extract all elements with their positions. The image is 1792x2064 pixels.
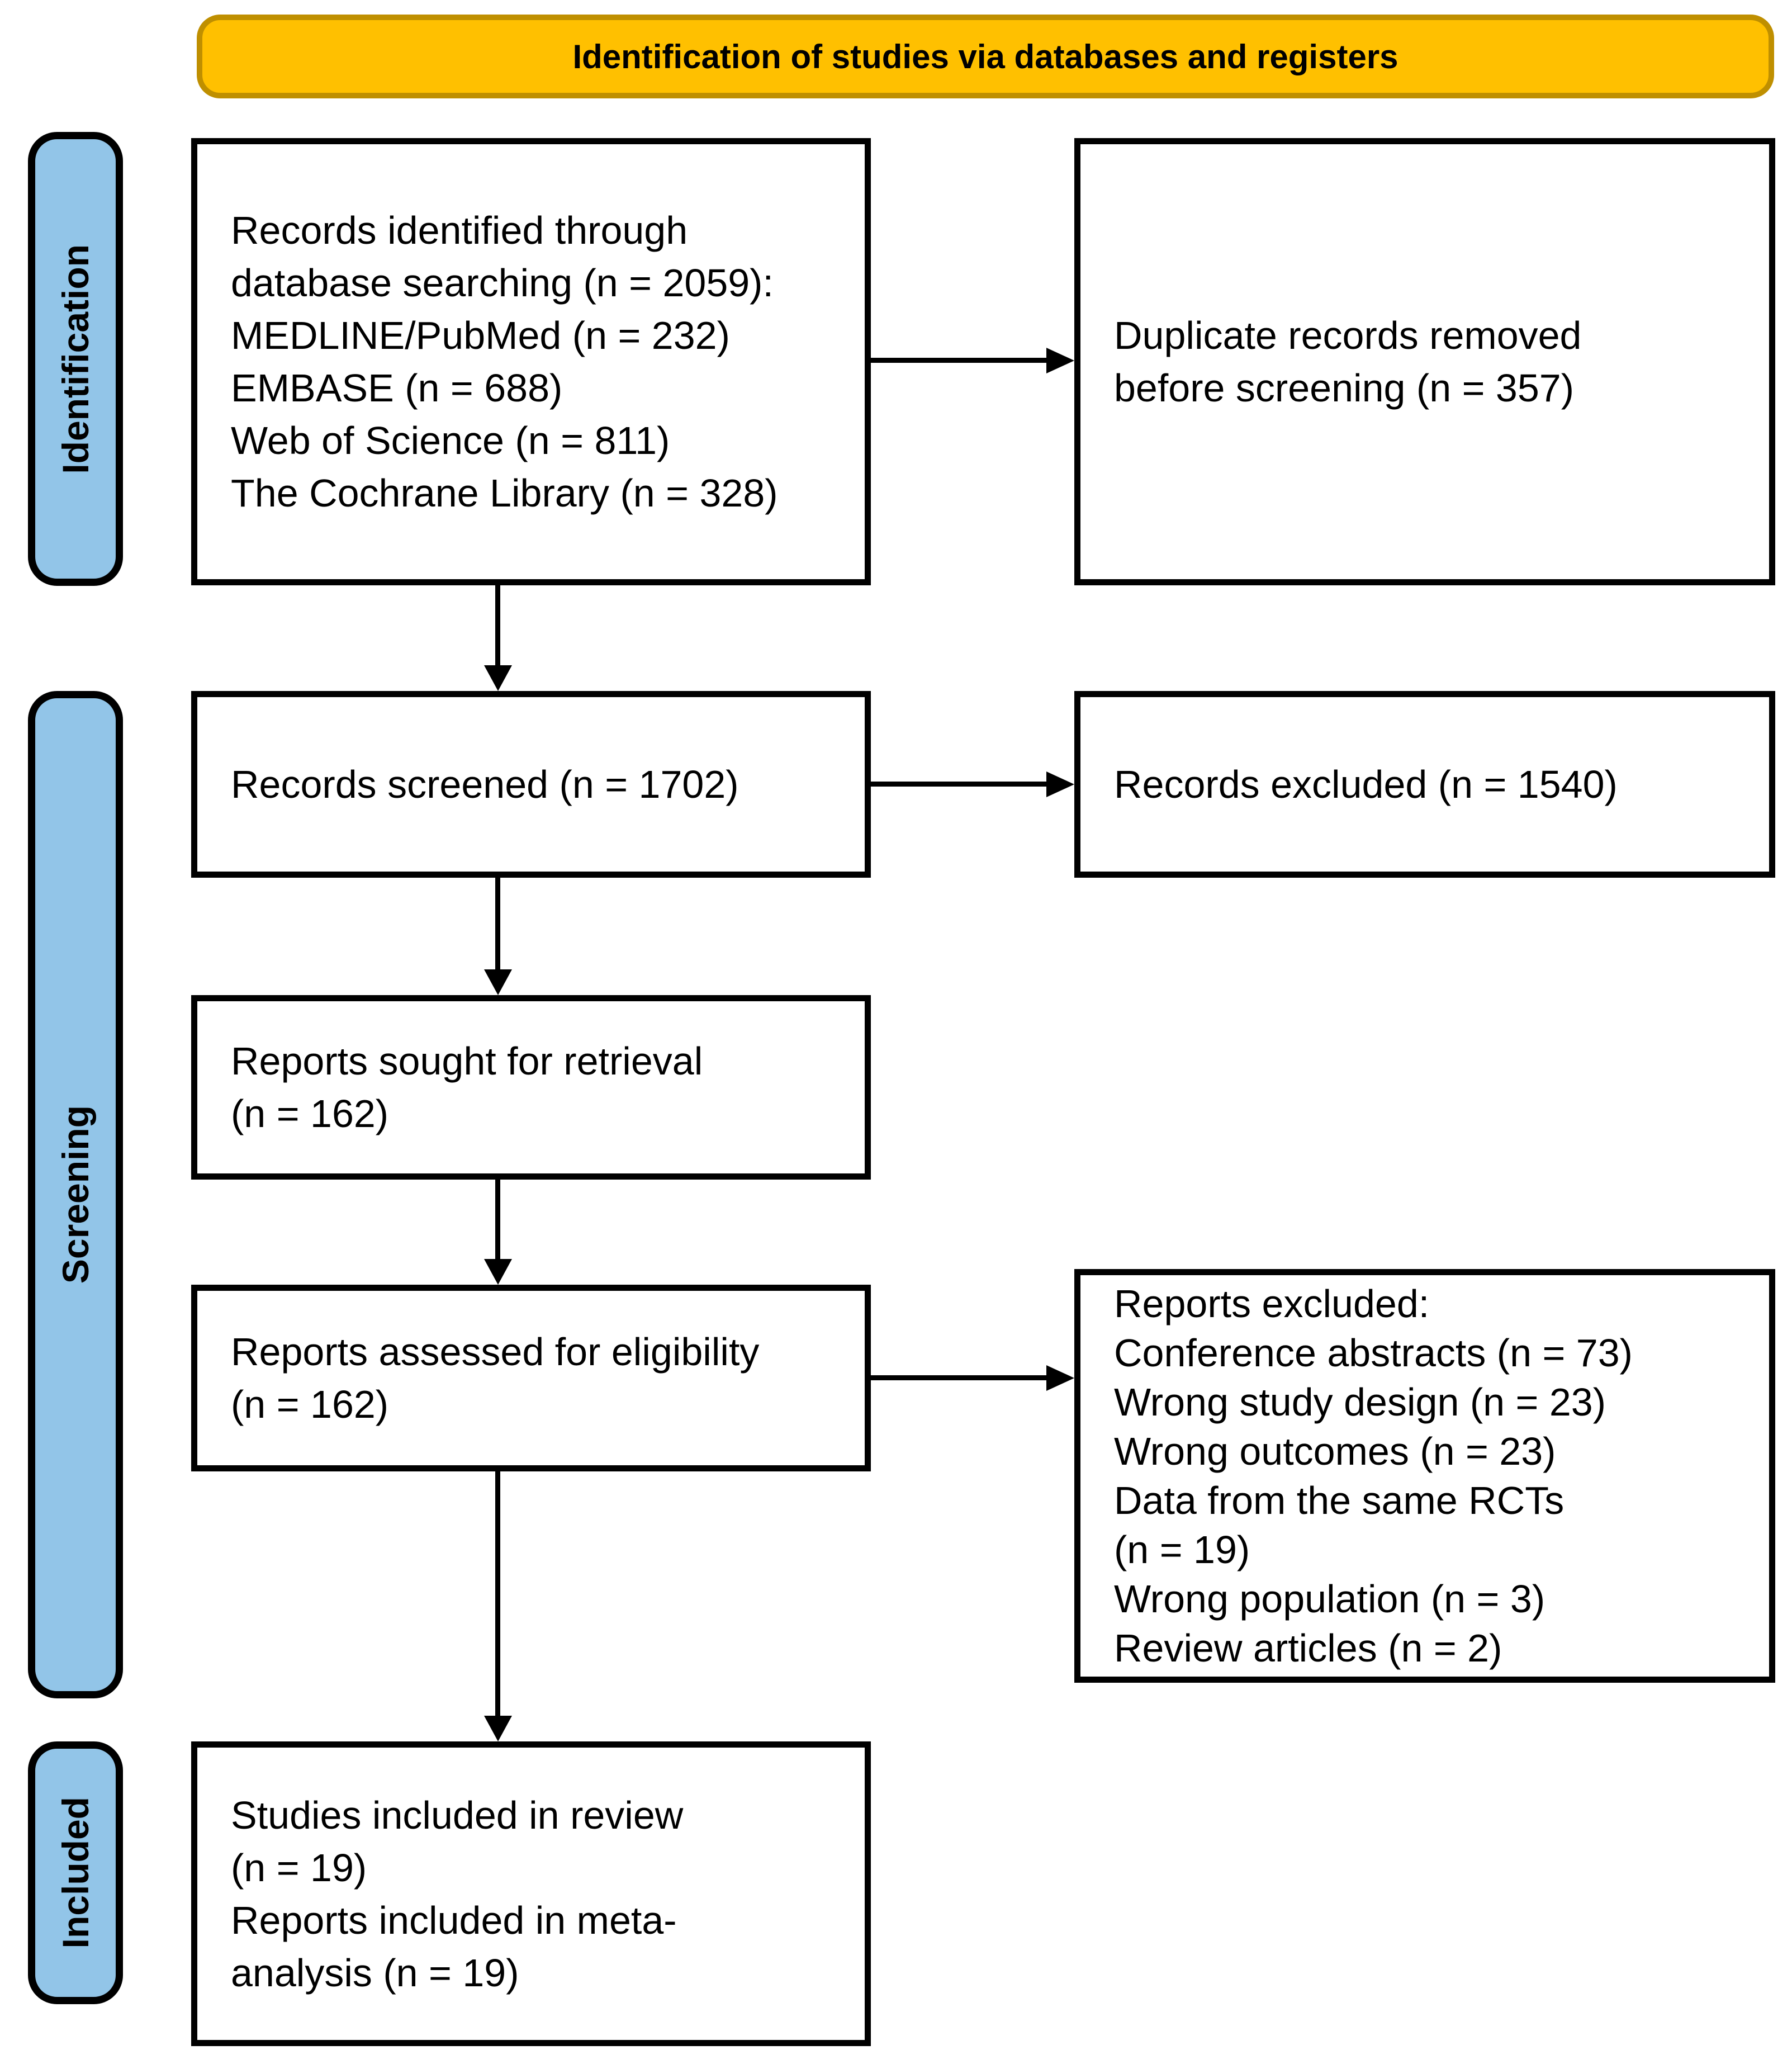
text-line: Reports included in meta-	[231, 1898, 677, 1942]
arrow-identified-to-duplicates	[871, 358, 1046, 363]
records-identified-box: Records identified through database searc…	[191, 138, 871, 585]
arrowhead-right-icon	[1046, 771, 1074, 797]
arrow-identified-to-screened	[495, 585, 500, 666]
duplicates-removed-box: Duplicate records removed before screenin…	[1074, 138, 1775, 585]
text-line: (n = 162)	[231, 1092, 389, 1135]
records-excluded-box: Records excluded (n = 1540)	[1074, 691, 1775, 878]
arrow-screened-to-records-excluded	[871, 782, 1046, 787]
text-line: Data from the same RCTs	[1114, 1479, 1565, 1522]
stage-tab-label: Screening	[55, 1105, 96, 1284]
stage-tab-identification: Identification	[28, 132, 123, 586]
text-line: Reports sought for retrieval	[231, 1039, 703, 1083]
text-line: (n = 19)	[1114, 1528, 1250, 1571]
text-line: EMBASE (n = 688)	[231, 366, 563, 410]
stage-tab-label: Identification	[55, 244, 96, 474]
text-line: Reports assessed for eligibility	[231, 1330, 760, 1374]
text-line: Review articles (n = 2)	[1114, 1626, 1502, 1670]
text-line: before screening (n = 357)	[1114, 366, 1575, 410]
arrowhead-right-icon	[1046, 1365, 1074, 1391]
text-line: The Cochrane Library (n = 328)	[231, 471, 778, 515]
text-line: (n = 162)	[231, 1383, 389, 1426]
arrow-sought-to-assessed	[495, 1180, 500, 1259]
arrowhead-down-icon	[484, 969, 512, 995]
reports-assessed-box: Reports assessed for eligibility (n = 162…	[191, 1285, 871, 1471]
text-line: Records screened (n = 1702)	[231, 763, 739, 806]
arrowhead-down-icon	[484, 1716, 512, 1741]
arrowhead-down-icon	[484, 665, 512, 691]
text-line: (n = 19)	[231, 1845, 367, 1890]
arrowhead-down-icon	[484, 1259, 512, 1285]
arrow-screened-to-sought	[495, 878, 500, 969]
stage-tab-label: Included	[55, 1797, 96, 1949]
text-line: analysis (n = 19)	[231, 1951, 519, 1995]
text-line: database searching (n = 2059):	[231, 261, 774, 305]
banner-title: Identification of studies via databases …	[572, 37, 1398, 75]
text-line: Wrong population (n = 3)	[1114, 1577, 1546, 1621]
banner: Identification of studies via databases …	[197, 15, 1774, 98]
stage-tab-included: Included	[28, 1741, 123, 2004]
reports-sought-box: Reports sought for retrieval (n = 162)	[191, 995, 871, 1180]
arrow-assessed-to-included	[495, 1471, 500, 1716]
reports-excluded-box: Reports excluded: Conference abstracts (n…	[1074, 1269, 1775, 1683]
text-line: Wrong outcomes (n = 23)	[1114, 1429, 1556, 1473]
text-line: Wrong study design (n = 23)	[1114, 1380, 1606, 1424]
arrow-assessed-to-reports-excluded	[871, 1375, 1046, 1380]
text-line: Web of Science (n = 811)	[231, 419, 670, 462]
text-line: Duplicate records removed	[1114, 314, 1582, 357]
text-line: Reports excluded:	[1114, 1282, 1430, 1325]
stage-tab-screening: Screening	[28, 691, 123, 1698]
text-line: Records excluded (n = 1540)	[1114, 763, 1618, 806]
text-line: Conference abstracts (n = 73)	[1114, 1331, 1633, 1375]
text-line: Studies included in review	[231, 1793, 684, 1837]
arrowhead-right-icon	[1046, 348, 1074, 373]
studies-included-box: Studies included in review (n = 19) Report…	[191, 1741, 871, 2046]
text-line: MEDLINE/PubMed (n = 232)	[231, 314, 730, 357]
text-line: Records identified through	[231, 209, 688, 252]
records-screened-box: Records screened (n = 1702)	[191, 691, 871, 878]
